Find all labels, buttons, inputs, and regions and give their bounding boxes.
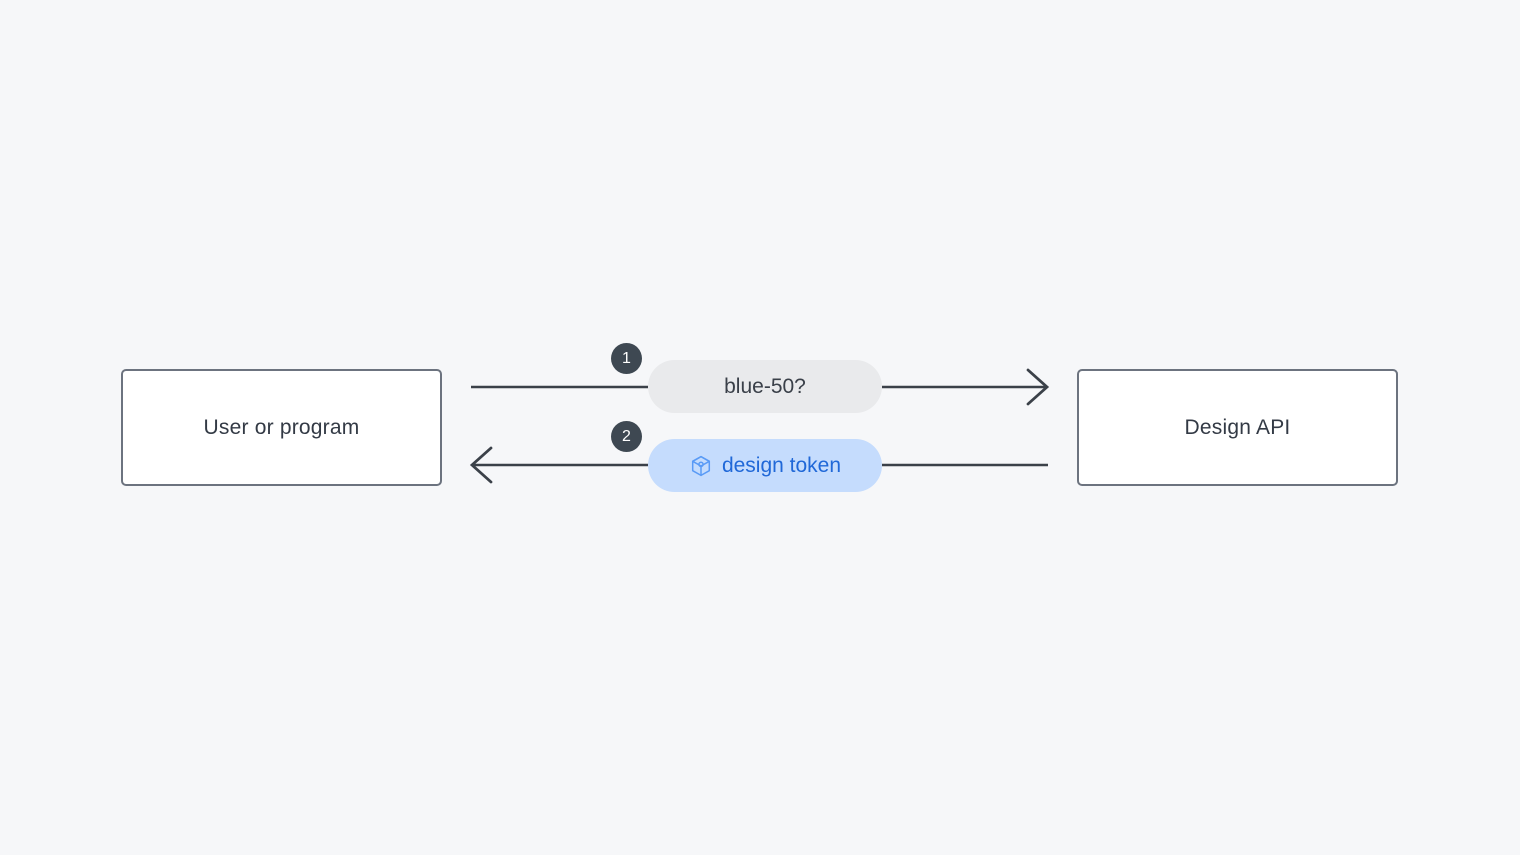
flow-label-response[interactable]: design token: [648, 439, 882, 492]
node-user-or-program-label: User or program: [203, 416, 360, 439]
node-design-api-label: Design API: [1184, 416, 1291, 439]
flow-1-arrowhead: [1026, 368, 1050, 406]
node-user-or-program[interactable]: User or program: [121, 369, 442, 486]
flow-2-arrowhead: [469, 446, 493, 484]
cube-icon: [689, 454, 713, 478]
node-design-api[interactable]: Design API: [1077, 369, 1398, 486]
step-badge-2: 2: [611, 421, 642, 452]
flow-label-request[interactable]: blue-50?: [648, 360, 882, 413]
step-badge-1-number: 1: [622, 349, 631, 367]
flow-label-request-text: blue-50?: [724, 375, 806, 398]
flow-label-response-text: design token: [721, 454, 842, 477]
step-badge-2-number: 2: [622, 427, 631, 445]
step-badge-1: 1: [611, 343, 642, 374]
